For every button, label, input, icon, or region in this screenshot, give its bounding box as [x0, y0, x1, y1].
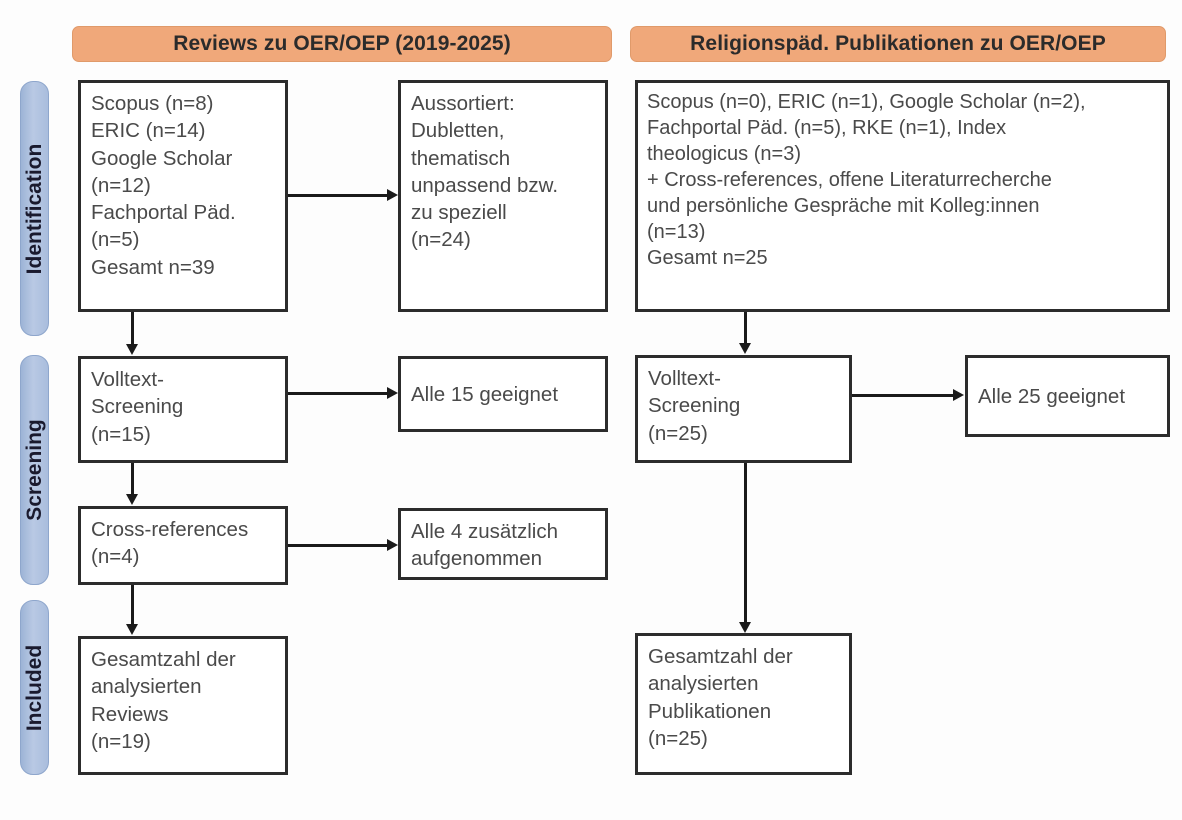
stage-label-included: Included	[22, 644, 46, 731]
arrowhead-right-fulltext-to-included	[739, 622, 751, 633]
box-left-screening-crossrefs-result: Alle 4 zusätzlich aufgenommen	[398, 508, 608, 580]
column-header-reviews-label: Reviews zu OER/OEP (2019-2025)	[173, 32, 511, 55]
connector-right-fulltext-to-result	[852, 394, 954, 397]
stage-tab-screening: Screening	[20, 355, 49, 585]
column-header-reviews: Reviews zu OER/OEP (2019-2025)	[72, 26, 612, 62]
arrowhead-left-fulltext-to-crossrefs	[126, 494, 138, 505]
box-left-identification-sources: Scopus (n=8) ERIC (n=14) Google Scholar …	[78, 80, 288, 312]
connector-left-fulltext-to-result	[288, 392, 387, 395]
arrowhead-left-sources-to-excluded	[387, 189, 398, 201]
connector-left-crossrefs-to-result	[288, 544, 387, 547]
column-header-religionspaed-label: Religionspäd. Publikationen zu OER/OEP	[690, 32, 1106, 55]
box-right-screening-fulltext-result-label: Alle 25 geeignet	[978, 385, 1126, 409]
connector-left-crossrefs-to-included	[131, 585, 134, 625]
connector-right-fulltext-to-included	[744, 463, 747, 623]
box-right-included-total: Gesamtzahl der analysierten Publikatione…	[635, 633, 852, 775]
box-left-screening-fulltext-result-label: Alle 15 geeignet	[411, 383, 559, 407]
arrowhead-left-fulltext-to-result	[387, 387, 398, 399]
arrowhead-left-crossrefs-to-result	[387, 539, 398, 551]
connector-left-sources-to-fulltext	[131, 312, 134, 345]
arrowhead-left-sources-to-fulltext	[126, 344, 138, 355]
box-right-screening-fulltext: Volltext- Screening (n=25)	[635, 355, 852, 463]
connector-left-fulltext-to-crossrefs	[131, 463, 134, 495]
box-left-screening-fulltext-result: Alle 15 geeignet	[398, 356, 608, 432]
stage-label-identification: Identification	[22, 143, 46, 274]
stage-tab-identification: Identification	[20, 81, 49, 336]
connector-left-sources-to-excluded	[288, 194, 387, 197]
box-left-included-total: Gesamtzahl der analysierten Reviews (n=1…	[78, 636, 288, 775]
arrowhead-left-crossrefs-to-included	[126, 624, 138, 635]
box-left-identification-excluded: Aussortiert: Dubletten, thematisch unpas…	[398, 80, 608, 312]
stage-label-screening: Screening	[22, 419, 46, 521]
box-right-identification-sources: Scopus (n=0), ERIC (n=1), Google Scholar…	[635, 80, 1170, 312]
box-right-screening-fulltext-result: Alle 25 geeignet	[965, 355, 1170, 437]
arrowhead-right-fulltext-to-result	[953, 389, 964, 401]
box-left-screening-fulltext: Volltext- Screening (n=15)	[78, 356, 288, 463]
arrowhead-right-sources-to-fulltext	[739, 343, 751, 354]
stage-tab-included: Included	[20, 600, 49, 775]
connector-right-sources-to-fulltext	[744, 312, 747, 344]
box-left-screening-crossrefs: Cross-references (n=4)	[78, 506, 288, 585]
column-header-religionspaed: Religionspäd. Publikationen zu OER/OEP	[630, 26, 1166, 62]
